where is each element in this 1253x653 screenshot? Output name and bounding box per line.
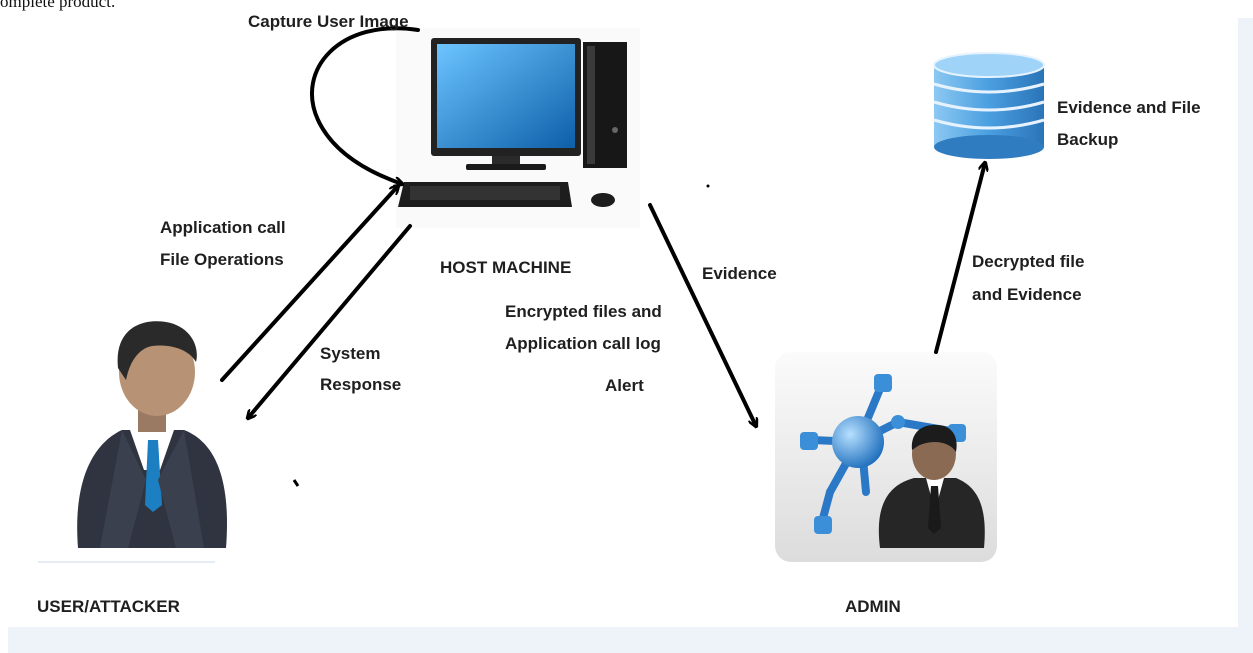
- evidence-arrow: [648, 203, 756, 426]
- user-attacker-label: USER/ATTACKER: [37, 597, 180, 616]
- capture-user-image-label: Capture User Image: [248, 12, 409, 31]
- application-call-label: Application call: [160, 218, 286, 237]
- application-call-arrow: [220, 186, 398, 382]
- frame-edge-bottom: [8, 627, 1253, 653]
- capture-user-image-arrow: [310, 26, 420, 184]
- decrypted-file-arrow: [934, 163, 985, 354]
- alert-label: Alert: [605, 376, 644, 395]
- stray-dot: [706, 184, 710, 188]
- application-call-log-label: Application call log: [505, 334, 661, 353]
- decrypted-file-label: Decrypted file: [972, 252, 1085, 271]
- and-evidence-label: and Evidence: [972, 285, 1082, 304]
- file-operations-label: File Operations: [160, 250, 284, 269]
- system-response-arrow: [248, 224, 412, 418]
- stray-mark: [292, 479, 300, 487]
- cropped-caption-text: omplete product.: [0, 0, 116, 11]
- host-machine-label: HOST MACHINE: [440, 258, 572, 277]
- encrypted-files-label: Encrypted files and: [505, 302, 662, 321]
- system-label: System: [320, 344, 381, 363]
- businessman-icon: [38, 321, 227, 563]
- response-label: Response: [320, 375, 402, 394]
- backup-label: Backup: [1057, 130, 1119, 149]
- database-icon: [933, 52, 1045, 159]
- evidence-label: Evidence: [702, 264, 777, 283]
- frame-edge-right: [1238, 18, 1253, 633]
- admin-label: ADMIN: [845, 597, 901, 616]
- desktop-computer-icon: [396, 28, 640, 228]
- evidence-and-file-label: Evidence and File: [1057, 98, 1201, 117]
- admin-network-icon: [775, 352, 997, 562]
